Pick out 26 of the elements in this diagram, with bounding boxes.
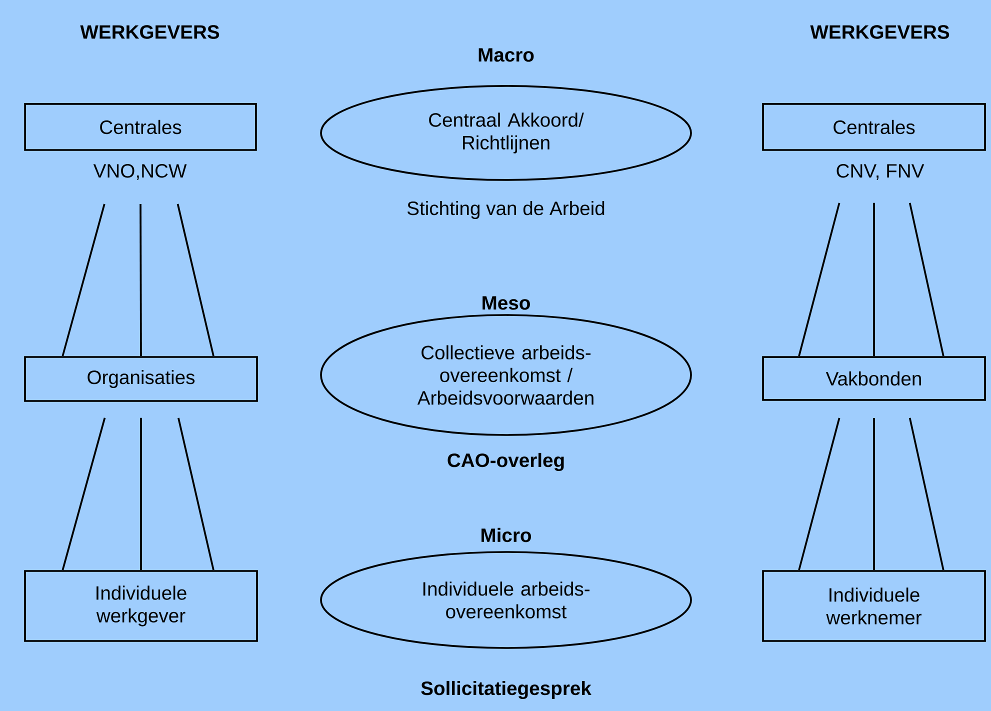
line — [873, 418, 875, 570]
line — [178, 418, 214, 570]
node-label: CNV, FNV — [836, 164, 924, 180]
box: Organisaties — [24, 356, 258, 402]
line — [62, 204, 106, 356]
box: Individuele werkgever — [24, 570, 258, 642]
line — [140, 204, 142, 356]
line — [873, 202, 875, 356]
line — [140, 418, 142, 570]
box: Centrales — [24, 103, 257, 151]
box: Individuele werknemer — [762, 570, 986, 642]
line — [62, 418, 106, 570]
label: WERKGEVERS — [80, 25, 220, 39]
line — [798, 202, 840, 356]
label: Sollicitatiegesprek — [421, 680, 592, 700]
label: Stichting van de Arbeid — [407, 200, 604, 219]
box: Centrales — [762, 103, 986, 151]
box: Vakbonden — [762, 356, 986, 401]
label: Macro — [478, 48, 534, 62]
node-label: VNO,NCW — [93, 164, 187, 180]
line — [798, 418, 840, 570]
line — [176, 204, 214, 356]
line — [908, 418, 944, 570]
label: WERKGEVERS — [810, 25, 950, 39]
label: CAO-overleg — [448, 452, 564, 472]
line — [908, 202, 944, 356]
